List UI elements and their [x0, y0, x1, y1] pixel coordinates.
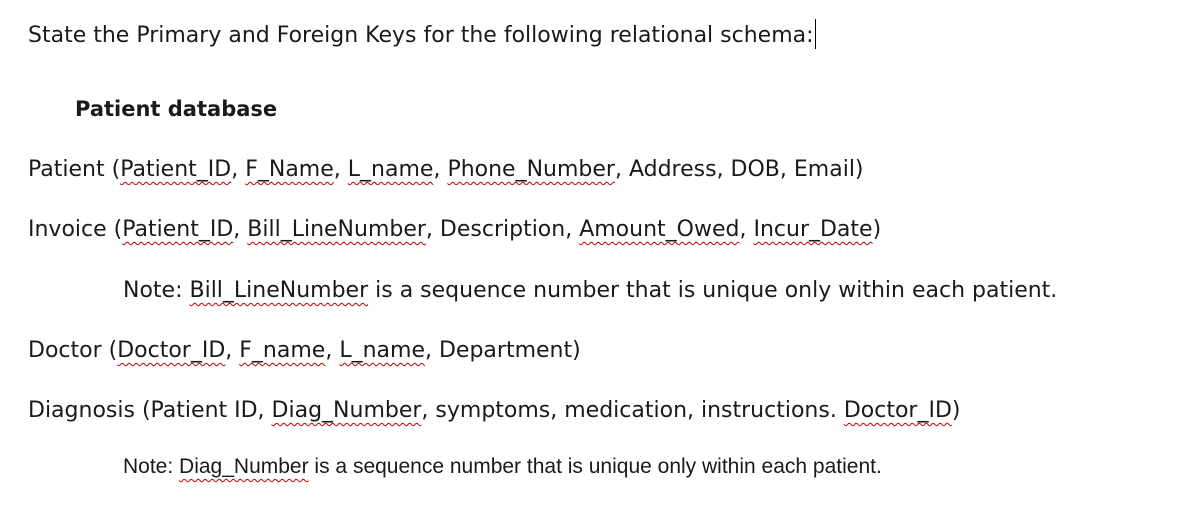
- attr-f-name: F_name: [239, 338, 326, 363]
- attr-phone-number: Phone_Number: [447, 157, 615, 182]
- attr-bill-linenumber: Bill_LineNumber: [247, 217, 426, 242]
- text-cursor: [814, 19, 816, 49]
- attr-incur-date: Incur_Date: [753, 217, 873, 242]
- schema-diagnosis: Diagnosis (Patient ID, Diag_Number, symp…: [28, 398, 961, 423]
- relation-name: Invoice: [28, 217, 107, 242]
- attr-doctor-id: Doctor_ID: [843, 398, 952, 423]
- note-term: Bill_LineNumber: [189, 278, 369, 303]
- relation-name: Patient: [28, 157, 105, 182]
- relation-name: Diagnosis: [28, 398, 135, 423]
- note-diagnosis: Note: Diag_Number is a sequence number t…: [123, 455, 882, 478]
- schema-doctor: Doctor (Doctor_ID, F_name, L_name, Depar…: [28, 338, 581, 363]
- note-term: Diag_Number: [179, 455, 309, 478]
- attr-f-name: F_Name: [245, 157, 334, 182]
- attr-patient-id: Patient_ID: [120, 157, 232, 182]
- schema-invoice: Invoice (Patient_ID, Bill_LineNumber, De…: [28, 217, 882, 242]
- relation-name: Doctor: [28, 338, 102, 363]
- attr-doctor-id: Doctor_ID: [117, 338, 226, 363]
- attr-amount-owed: Amount_Owed: [579, 217, 740, 242]
- question-line: State the Primary and Foreign Keys for t…: [28, 19, 816, 49]
- attr-l-name: L_name: [339, 338, 425, 363]
- attr-patient-id: Patient_ID: [122, 217, 234, 242]
- note-invoice: Note: Bill_LineNumber is a sequence numb…: [123, 278, 1058, 303]
- schema-patient: Patient (Patient_ID, F_Name, L_name, Pho…: [28, 157, 864, 182]
- attr-diag-number: Diag_Number: [271, 398, 422, 423]
- question-text: State the Primary and Foreign Keys for t…: [28, 23, 814, 48]
- section-heading: Patient database: [75, 97, 278, 121]
- attr-l-name: L_name: [347, 157, 434, 182]
